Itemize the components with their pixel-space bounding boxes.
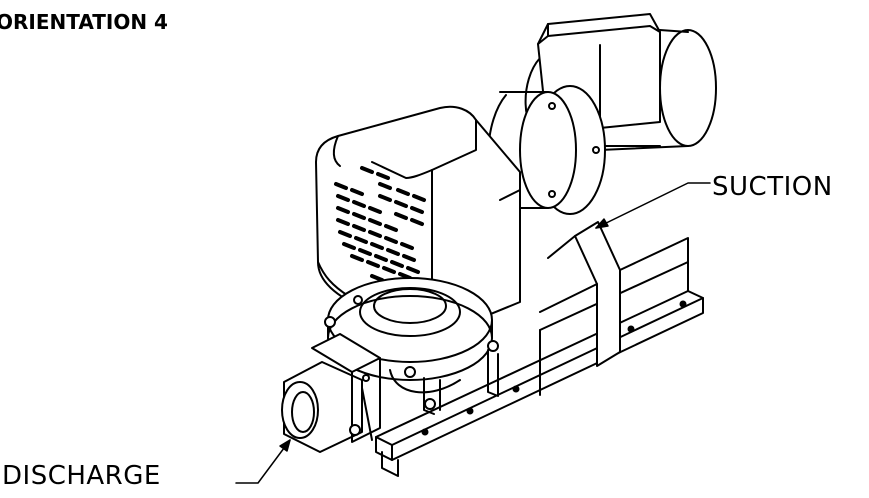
base-frame <box>375 261 704 477</box>
suction-callout: SUCTION <box>712 172 833 202</box>
pump-volute <box>324 277 499 415</box>
discharge-callout: DISCHARGE <box>2 461 161 491</box>
figure-title: ORIENTATION 4 <box>0 10 168 34</box>
discharge-port <box>281 333 381 453</box>
coupling-housing <box>487 85 606 215</box>
mount-bracket <box>539 221 689 367</box>
leader-lines <box>235 182 711 484</box>
guard-shroud <box>315 105 521 339</box>
